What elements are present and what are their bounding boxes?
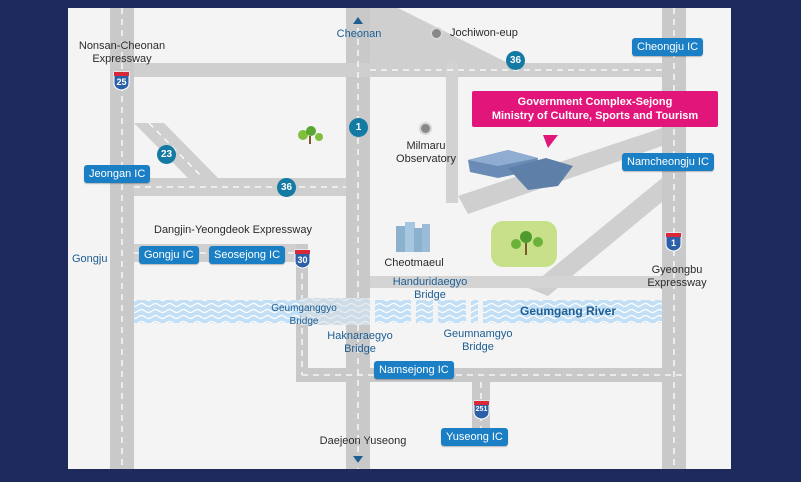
label-milmaru-observatory: Milmaru Observatory xyxy=(396,140,456,165)
road-network xyxy=(68,8,731,469)
tree-icon xyxy=(511,231,543,255)
expressway-30-number: 30 xyxy=(297,255,308,265)
badge-gongju-ic[interactable]: Gongju IC xyxy=(139,246,199,264)
label-nonsan-cheonan-expressway: Nonsan-Cheonan Expressway xyxy=(78,40,166,65)
expressway-25-shield-icon: 25 xyxy=(113,71,130,91)
label-gyeongbu-expressway: Gyeongbu Expressway xyxy=(647,264,707,289)
route-1-marker: 1 xyxy=(349,118,368,137)
label-geumganggyo-bridge: Geumganggyo Bridge xyxy=(271,303,337,327)
badge-namsejong-ic[interactable]: Namsejong IC xyxy=(374,361,454,379)
label-cheonan: Cheonan xyxy=(336,28,382,40)
triangle-up-icon xyxy=(353,17,363,24)
label-dangjin-yeongdeok-expressway: Dangjin-Yeongdeok Expressway xyxy=(154,224,312,236)
badge-cheongju-ic[interactable]: Cheongju IC xyxy=(632,38,704,56)
label-cheotmaeul: Cheotmaeul xyxy=(384,257,444,269)
location-dot-icon xyxy=(419,122,432,135)
badge-yuseong-ic[interactable]: Yuseong IC xyxy=(441,428,508,446)
tree-icon xyxy=(298,126,323,144)
label-haknaraegyo-bridge: Haknaraegyo Bridge xyxy=(327,330,393,355)
expressway-251-shield-icon: 251 xyxy=(473,400,490,420)
haknaraegyo-bridge xyxy=(411,298,416,325)
apartment-icon xyxy=(396,222,430,252)
badge-namcheongju-ic[interactable]: Namcheongju IC xyxy=(622,153,714,171)
badge-seosejong-ic[interactable]: Seosejong IC xyxy=(209,246,286,264)
east-lower-diagonal-road xyxy=(528,178,662,296)
expressway-30-shield-icon: 30 xyxy=(294,249,311,269)
expressway-1-shield-icon: 1 xyxy=(665,232,682,252)
park-area xyxy=(491,221,557,267)
destination-line-1: Government Complex-Sejong xyxy=(517,96,673,108)
expressway-25-number: 25 xyxy=(116,77,127,87)
label-daejeon-yuseong: Daejeon Yuseong xyxy=(319,435,407,447)
route-36-marker: 36 xyxy=(506,51,525,70)
location-dot-icon xyxy=(430,27,443,40)
government-complex-building-icon xyxy=(468,150,573,190)
triangle-down-icon xyxy=(353,456,363,463)
callout-pointer xyxy=(543,135,558,148)
label-handuridaegyo-bridge: Handuridaegyo Bridge xyxy=(392,276,468,301)
geumgang-river xyxy=(134,300,662,323)
local-road xyxy=(446,63,458,203)
map-panel: Cheonan Daejeon Yuseong Jochiwon-eup Non… xyxy=(68,8,731,469)
route-36-marker: 36 xyxy=(277,178,296,197)
label-jochiwon: Jochiwon-eup xyxy=(450,27,518,39)
expressway-251-number: 251 xyxy=(475,406,488,413)
label-geumgang-river: Geumgang River xyxy=(520,304,617,318)
handuridaegyo-bridge xyxy=(433,298,438,325)
label-gongju: Gongju xyxy=(72,253,108,265)
label-geumnamgyo-bridge: Geumnamgyo Bridge xyxy=(443,328,513,353)
route-23-marker: 23 xyxy=(157,145,176,164)
destination-callout[interactable]: Government Complex-Sejong Ministry of Cu… xyxy=(472,91,718,127)
destination-line-2: Ministry of Culture, Sports and Tourism xyxy=(491,110,699,122)
expressway-1-number: 1 xyxy=(670,238,676,248)
badge-jeongan-ic[interactable]: Jeongan IC xyxy=(84,165,151,183)
geumnamgyo-bridge xyxy=(466,298,471,325)
riverside-road xyxy=(370,276,662,288)
